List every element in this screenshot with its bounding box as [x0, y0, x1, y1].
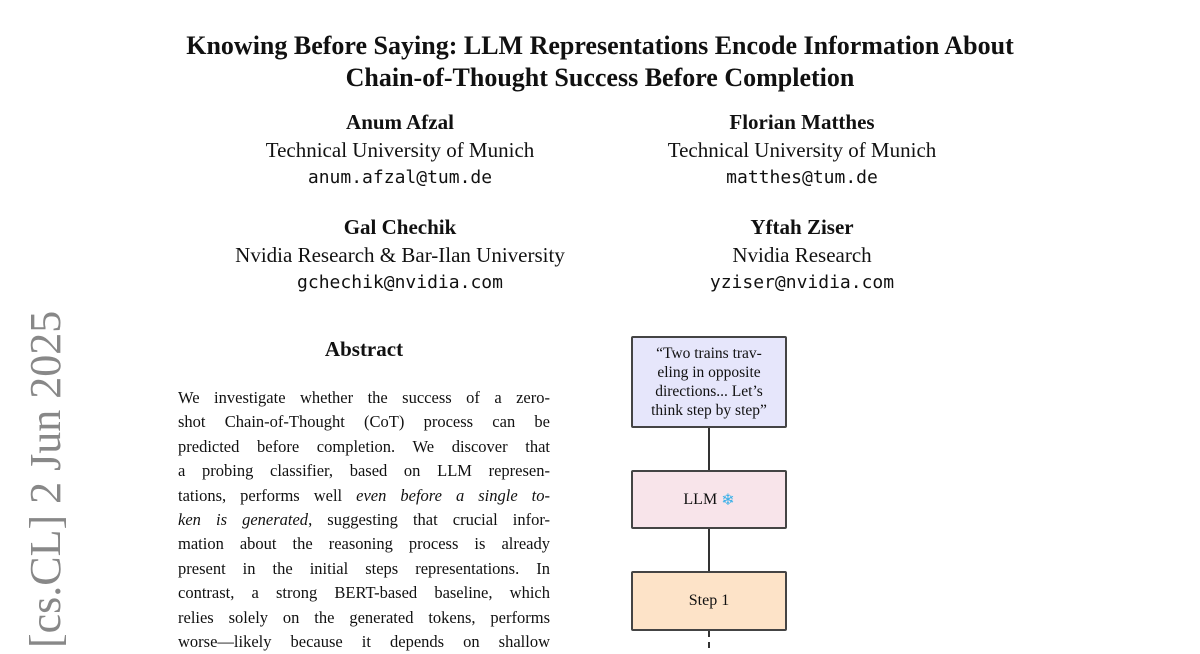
author-4: Yftah Ziser Nvidia Research yziser@nvidi…: [709, 215, 895, 293]
arrow-down: [708, 529, 710, 571]
snowflake-icon: ❄: [721, 491, 735, 509]
author-1: Anum Afzal Technical University of Munic…: [265, 110, 535, 188]
step1-box: Step 1: [631, 571, 787, 631]
abstract-text: We investigate whether the success of a …: [178, 388, 550, 652]
author-2: Florian Matthes Technical University of …: [667, 110, 937, 188]
dashed-connector: [708, 631, 710, 648]
abstract-heading: Abstract: [324, 337, 404, 361]
arxiv-stamp: [cs.CL] 2 Jun 2025: [21, 310, 70, 648]
arrow-down: [708, 428, 710, 470]
llm-box: LLM ❄: [631, 470, 787, 529]
author-3: Gal Chechik Nvidia Research & Bar-Ilan U…: [235, 215, 565, 293]
paper-title: Knowing Before Saying: LLM Representatio…: [186, 31, 1014, 92]
prompt-box: “Two trains trav- eling in opposite dire…: [631, 336, 787, 428]
